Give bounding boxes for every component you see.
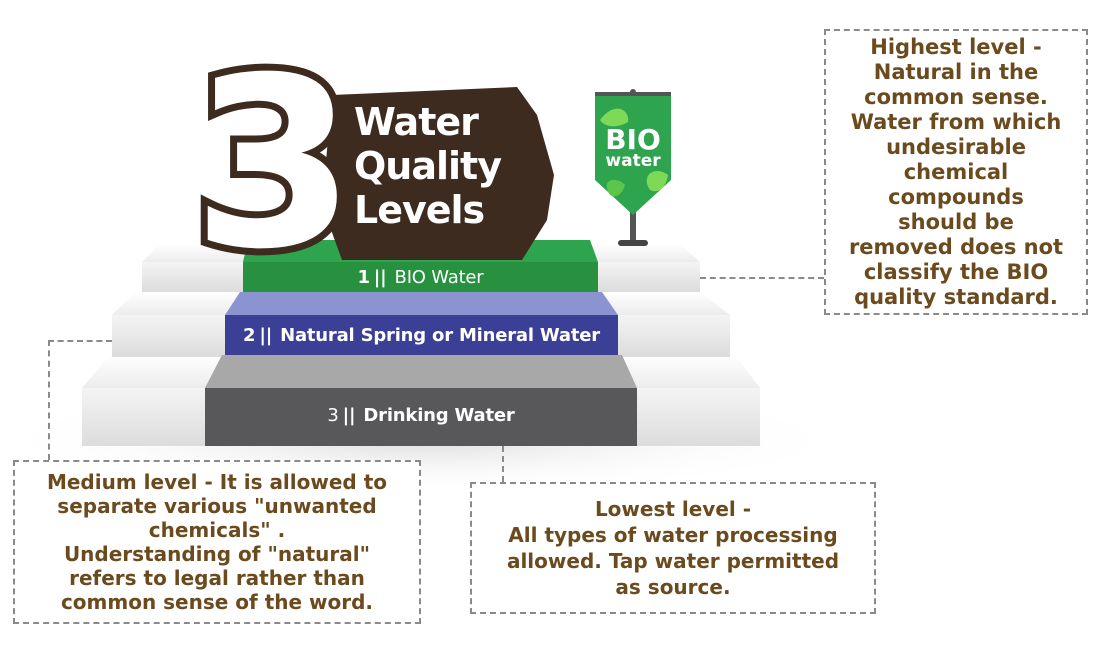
bio-flag-line-2: water (605, 151, 661, 171)
callout-medium-level: Medium level - It is allowed to separate… (13, 460, 421, 624)
level-separator-icon: || (373, 266, 387, 288)
title-number: 3 (192, 55, 350, 265)
level-2-text: Natural Spring or Mineral Water (280, 324, 600, 346)
title-line-2: Quality (354, 144, 502, 188)
title-badge: 3 (192, 55, 554, 265)
level-3-band-face (205, 388, 637, 446)
level-3-band-top (205, 355, 637, 388)
level-1-label: 1 || BIO Water (243, 262, 598, 292)
level-3-label: 3 || Drinking Water (205, 390, 637, 440)
bio-flag-line-1: BIO (605, 123, 661, 156)
level-2-band-top (225, 292, 618, 315)
level-1-text: BIO Water (394, 266, 484, 288)
title-block: 3 Water Quality Levels (192, 55, 562, 265)
title-words: Water Quality Levels (354, 100, 554, 232)
level-separator-icon: || (342, 404, 356, 426)
callout-highest-level: Highest level - Natural in the common se… (824, 29, 1088, 315)
bio-flag-text: BIO water (595, 123, 671, 171)
callout-medium-text: Medium level - It is allowed to separate… (46, 470, 388, 614)
level-2-label: 2 || Natural Spring or Mineral Water (225, 315, 618, 355)
leader-medium-v (48, 340, 50, 460)
level-1-number: 1 (357, 266, 370, 288)
level-3-text: Drinking Water (363, 404, 515, 426)
title-line-1: Water (354, 100, 479, 144)
callout-lowest-text: Lowest level - All types of water proces… (506, 497, 840, 599)
leader-highest (700, 277, 824, 279)
leader-medium-h (48, 340, 112, 342)
callout-lowest-level: Lowest level - All types of water proces… (470, 482, 876, 614)
level-3-number: 3 (327, 404, 339, 426)
level-2-band-face (225, 315, 618, 355)
title-line-3: Levels (354, 188, 485, 232)
level-2-number: 2 (243, 324, 256, 346)
level-separator-icon: || (259, 324, 273, 346)
level-1-band-face (243, 262, 598, 292)
callout-highest-text: Highest level - Natural in the common se… (848, 34, 1064, 309)
leader-lowest (502, 446, 504, 482)
bio-flag-icon (595, 89, 671, 246)
